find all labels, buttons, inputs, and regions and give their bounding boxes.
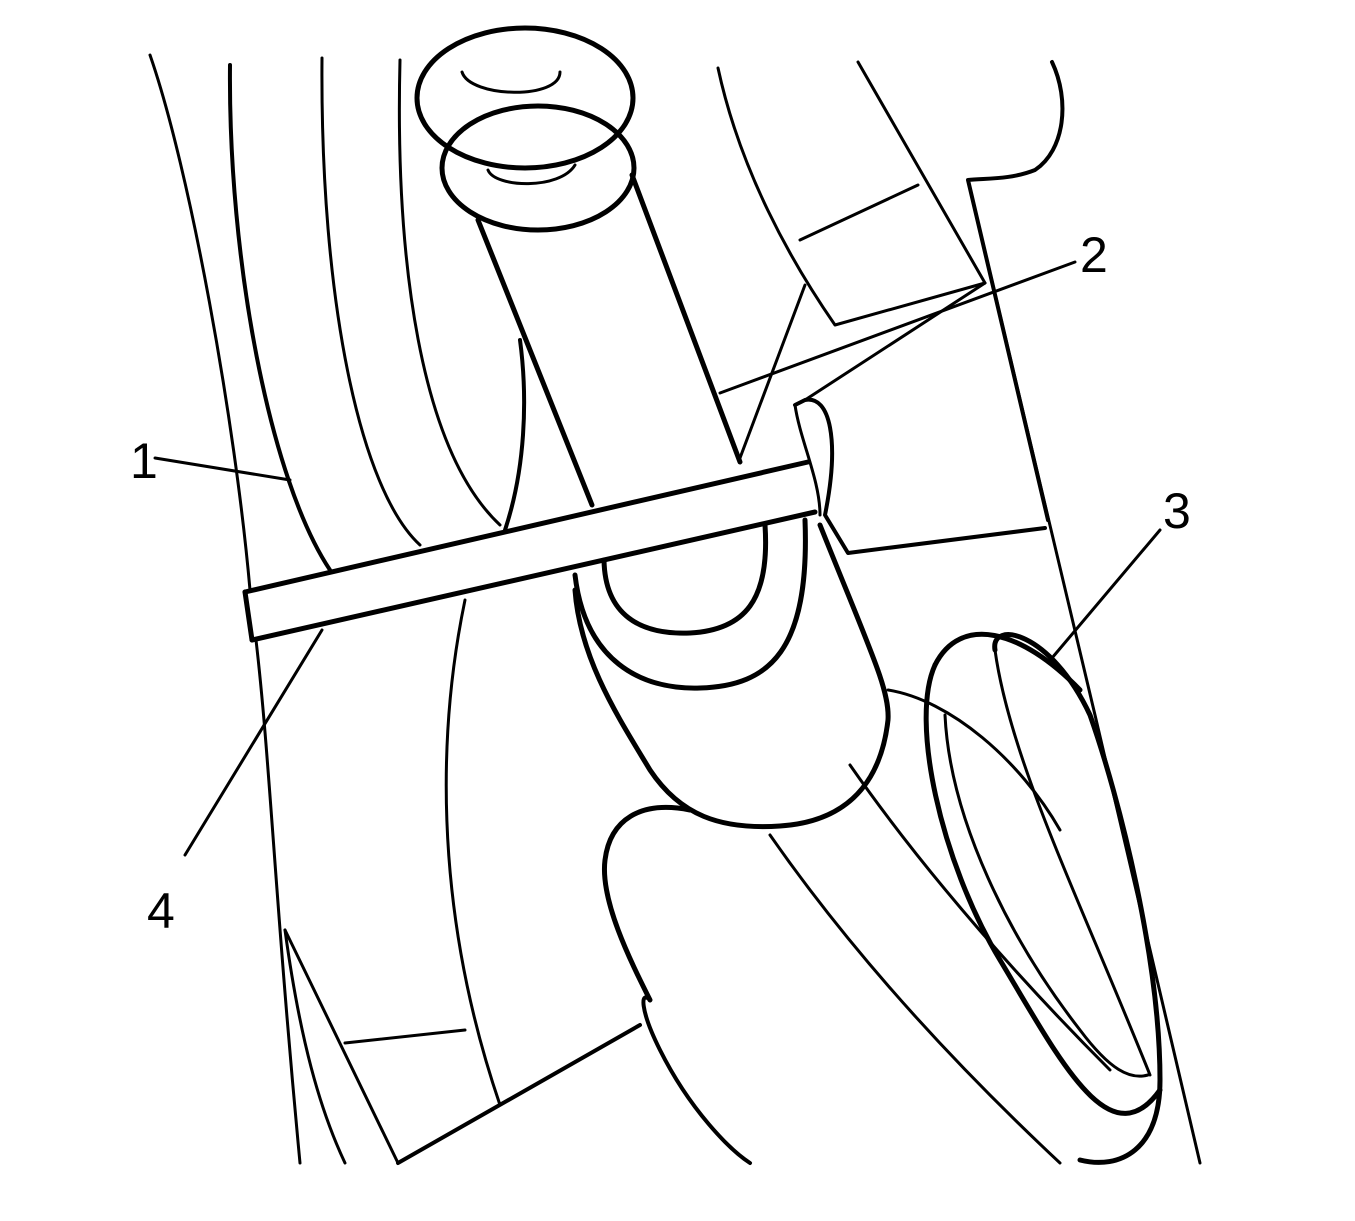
bushing-cap bbox=[923, 631, 1163, 1165]
knuckle-upper bbox=[716, 60, 1202, 1165]
coil-spring bbox=[148, 53, 502, 1165]
retaining-bar bbox=[242, 459, 818, 643]
leader-3 bbox=[1050, 528, 1162, 660]
shock-absorber bbox=[414, 25, 743, 532]
callout-3: 3 bbox=[1163, 483, 1191, 539]
callout-4: 4 bbox=[147, 883, 175, 939]
callouts: 1 2 3 4 bbox=[130, 227, 1191, 939]
leader-lines bbox=[153, 260, 1162, 857]
leader-4 bbox=[183, 628, 324, 857]
shock-lower-body bbox=[572, 517, 1112, 1165]
lower-control-arm bbox=[283, 804, 752, 1165]
callout-1: 1 bbox=[130, 433, 158, 489]
leader-1 bbox=[153, 456, 292, 482]
callout-2: 2 bbox=[1080, 227, 1108, 283]
bar-bracket bbox=[793, 281, 1047, 555]
leader-2 bbox=[718, 260, 1077, 395]
